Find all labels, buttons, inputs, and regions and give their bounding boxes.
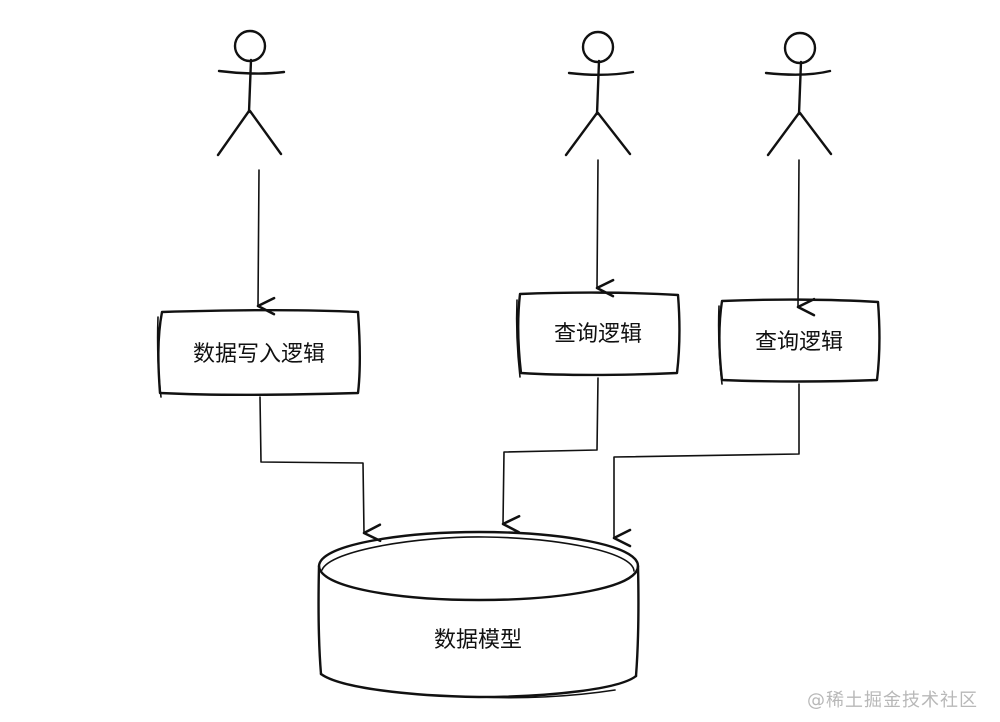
user-arms (217, 69, 286, 75)
write-logic-box: 数据写入逻辑 (156, 308, 362, 398)
database-bottom-sketch (478, 689, 616, 699)
user-body (595, 59, 601, 116)
user-figure-query-2 (764, 31, 833, 157)
query-logic-2-sketch-line (717, 305, 723, 385)
query-logic-box-1: 查询逻辑 (515, 291, 681, 378)
user-figure-query-1 (564, 30, 635, 157)
user-legs (216, 109, 283, 157)
database-right-side (634, 564, 640, 678)
user-head (233, 29, 267, 63)
query-logic-box-2: 查询逻辑 (717, 298, 881, 385)
arrow-query-2-to-database (612, 383, 800, 548)
database-top-ellipse (317, 530, 640, 602)
user-legs (564, 111, 632, 157)
user-figure-writer (216, 29, 286, 157)
user-body (797, 60, 803, 116)
arrow-user-to-query-1 (595, 159, 615, 298)
data-model-database: 数据模型 (317, 530, 640, 699)
write-logic-sketch-line (156, 316, 162, 398)
arrow-user-to-query-2 (796, 159, 816, 317)
database-left-side (317, 564, 323, 676)
watermark: @稀土掘金技术社区 (807, 690, 978, 711)
query-logic-1-sketch-line (515, 299, 521, 378)
arrow-query-1-to-database (501, 377, 599, 534)
query-logic-2-label: 查询逻辑 (755, 330, 843, 355)
write-logic-label: 数据写入逻辑 (193, 342, 325, 367)
query-logic-1-border (516, 291, 681, 377)
user-head (581, 30, 615, 64)
arrow-write-to-database (259, 396, 382, 543)
user-head (783, 31, 817, 65)
user-arms (764, 69, 832, 76)
database-top-sketch (321, 536, 635, 572)
arrow-user-to-write (256, 169, 276, 316)
database-label: 数据模型 (434, 628, 522, 653)
query-logic-1-label: 查询逻辑 (554, 322, 642, 347)
user-arms (567, 70, 635, 76)
user-legs (766, 111, 833, 157)
user-body (247, 58, 253, 114)
